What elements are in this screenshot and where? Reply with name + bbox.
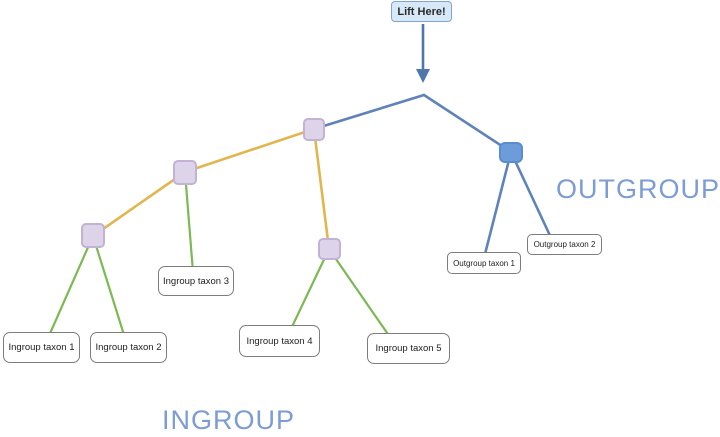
tree-edge bbox=[183, 170, 195, 274]
outgroup-caption: OUTGROUP bbox=[556, 174, 720, 204]
tree-edge bbox=[482, 150, 513, 260]
tree-edge bbox=[46, 234, 95, 340]
tree-node-internal-2[interactable] bbox=[173, 160, 197, 185]
taxon-label-ingroup-1[interactable]: Ingroup taxon 1 bbox=[3, 332, 80, 363]
tree-edge bbox=[509, 150, 555, 244]
tree-node-internal-4[interactable] bbox=[318, 238, 341, 260]
tree-edge bbox=[183, 127, 316, 174]
ingroup-caption: INGROUP bbox=[162, 405, 296, 435]
tree-node-internal-1[interactable] bbox=[303, 118, 325, 141]
tree-edge bbox=[327, 247, 394, 342]
tree-node-internal-3[interactable] bbox=[81, 223, 105, 248]
lift-here-callout: Lift Here! bbox=[391, 1, 452, 22]
taxon-label-ingroup-2[interactable]: Ingroup taxon 2 bbox=[90, 332, 167, 363]
tree-edge bbox=[312, 127, 331, 251]
lift-arrow-head bbox=[416, 69, 430, 83]
taxon-label-ingroup-3[interactable]: Ingroup taxon 3 bbox=[158, 266, 234, 296]
tree-edge bbox=[91, 234, 127, 340]
taxon-label-outgroup-2[interactable]: Outgroup taxon 2 bbox=[527, 234, 602, 255]
taxon-label-ingroup-4[interactable]: Ingroup taxon 4 bbox=[239, 325, 320, 357]
taxon-label-outgroup-1[interactable]: Outgroup taxon 1 bbox=[447, 252, 521, 274]
tree-edge bbox=[91, 170, 187, 238]
tree-edge bbox=[422, 93, 513, 154]
lift-here-label: Lift Here! bbox=[397, 5, 446, 18]
tree-node-outgroup-root[interactable] bbox=[499, 142, 523, 163]
taxon-label-ingroup-5[interactable]: Ingroup taxon 5 bbox=[367, 333, 450, 364]
tree-edge bbox=[288, 247, 331, 333]
tree-edge bbox=[312, 93, 426, 131]
